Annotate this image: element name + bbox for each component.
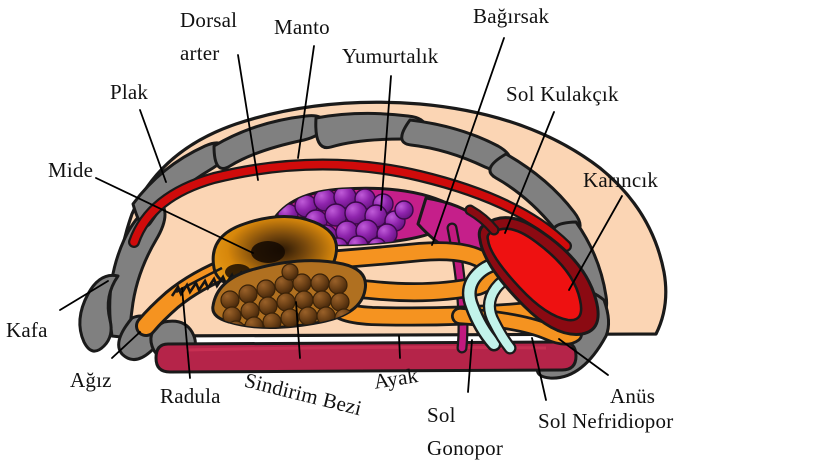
heart-inflow-vessel-lumen (466, 206, 498, 234)
leader-sol-gonopor (467, 339, 473, 393)
label-anus: Anüs (610, 384, 656, 408)
label-agiz: Ağız (70, 368, 112, 392)
label-sol-nefridiopor: Sol Nefridiopor (538, 409, 674, 433)
label-yumurtalik: Yumurtalık (342, 44, 439, 68)
heart-atrium (486, 227, 583, 322)
label-mide: Mide (48, 158, 94, 182)
label-radula: Radula (160, 384, 221, 408)
esophagus-lumen (138, 258, 240, 334)
leader-ayak (398, 335, 401, 359)
leader-karincik (568, 195, 623, 291)
leader-sol-nefridiopor (531, 337, 547, 401)
label-karincik: Karıncık (583, 168, 659, 192)
leader-sindirim-bezi (295, 301, 301, 359)
leader-yumurtalik (380, 75, 392, 211)
label-plak: Plak (110, 80, 149, 104)
artwork-layers (59, 37, 668, 401)
leader-manto (297, 45, 315, 159)
leader-plak (139, 109, 167, 183)
label-manto: Manto (274, 15, 330, 39)
leader-mide (95, 177, 254, 254)
stomach-blotch-1 (251, 241, 285, 263)
label-dorsal-arter: Dorsal arter (180, 8, 238, 65)
label-bagirsak: Bağırsak (473, 4, 550, 28)
dorsal-artery-lumen (130, 160, 570, 250)
label-sol-gonopor: Sol Gonopor (427, 403, 504, 460)
leader-dorsal-arter (237, 54, 259, 181)
leader-anus (558, 338, 609, 376)
shell-plate-head-a (78, 273, 120, 353)
leader-agiz (111, 331, 141, 359)
leader-radula (181, 287, 191, 379)
leader-sol-kulakcik (504, 111, 555, 234)
leader-bagirsak (431, 37, 505, 246)
digestive-gland-lobules (220, 263, 354, 328)
label-kafa: Kafa (6, 318, 48, 342)
leader-line-group (59, 37, 623, 401)
label-sol-kulakcik: Sol Kulakçık (506, 82, 619, 106)
leader-kafa (59, 280, 109, 311)
